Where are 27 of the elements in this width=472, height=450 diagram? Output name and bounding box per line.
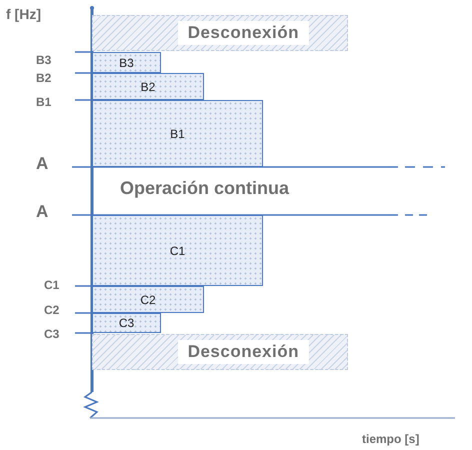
hatched-band	[92, 15, 348, 51]
tick-label: C2	[44, 303, 60, 317]
axis-label: f [Hz]	[6, 6, 41, 22]
band-label: C2	[140, 292, 156, 306]
tick-label: A	[36, 202, 48, 222]
band-label: Desconexión	[178, 21, 309, 45]
band-label: B3	[119, 56, 134, 70]
band-label: Desconexión	[178, 340, 309, 364]
band-label: C3	[118, 316, 134, 330]
dotted-band	[92, 313, 161, 333]
tick-label: A	[36, 154, 48, 174]
tick-label: C3	[44, 327, 60, 341]
tick-label: C1	[44, 278, 60, 292]
dotted-band	[92, 215, 263, 286]
dotted-band	[92, 73, 204, 100]
region-label: Operación continua	[120, 178, 290, 199]
tick-label: B3	[36, 53, 52, 67]
tick-label: B1	[36, 95, 52, 109]
axis-label: tiempo [s]	[362, 432, 420, 446]
tick-label: B2	[36, 71, 52, 85]
dotted-band	[92, 100, 263, 167]
dotted-band	[92, 286, 204, 313]
dotted-band	[92, 52, 161, 73]
hatched-band	[92, 334, 348, 370]
band-label: B2	[140, 80, 156, 94]
band-label: B1	[170, 126, 185, 140]
band-label: C1	[170, 244, 186, 258]
